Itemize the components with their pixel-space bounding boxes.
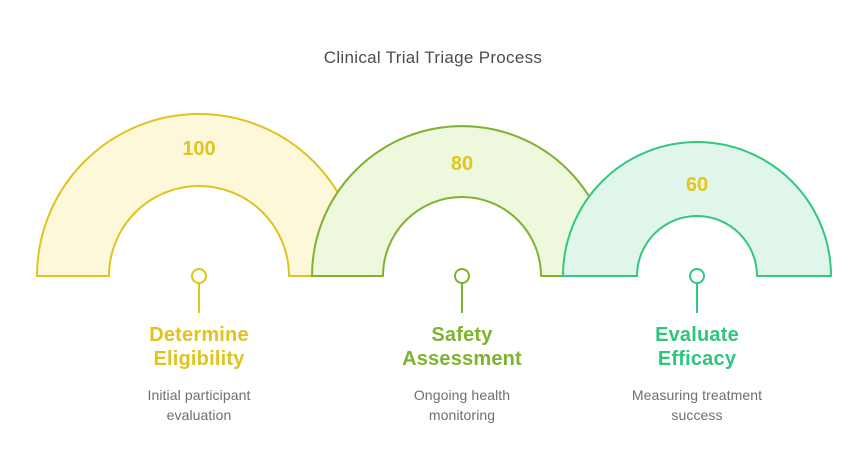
step-1-connector-dot bbox=[191, 268, 207, 284]
step-2-connector bbox=[454, 268, 470, 313]
step-1-name-line-1: Determine bbox=[149, 324, 249, 346]
step-1-value: 100 bbox=[182, 138, 215, 160]
step-2-description-line-1: Ongoing health bbox=[414, 387, 510, 403]
step-3-value: 60 bbox=[686, 174, 708, 196]
step-3-connector bbox=[689, 268, 705, 313]
step-3-name-line-1: Evaluate bbox=[655, 324, 739, 346]
arc-step-3 bbox=[562, 141, 832, 277]
step-3-description-line-1: Measuring treatment bbox=[632, 387, 762, 403]
diagram-title: Clinical Trial Triage Process bbox=[324, 48, 542, 67]
step-3-name-line-2: Efficacy bbox=[658, 348, 737, 370]
step-2-name-line-1: Safety bbox=[431, 324, 493, 346]
step-1-name-line-2: Eligibility bbox=[153, 348, 245, 370]
step-1-description-line-1: Initial participant bbox=[147, 387, 250, 403]
step-1-connector bbox=[191, 268, 207, 313]
step-2-description-line-2: monitoring bbox=[429, 407, 495, 423]
step-2-connector-dot bbox=[454, 268, 470, 284]
step-3-description-line-2: success bbox=[671, 407, 722, 423]
step-3-connector-dot bbox=[689, 268, 705, 284]
step-2-value: 80 bbox=[451, 153, 473, 175]
step-1-description-line-2: evaluation bbox=[167, 407, 232, 423]
step-3 bbox=[562, 141, 832, 277]
step-2-name-line-2: Assessment bbox=[402, 348, 522, 370]
